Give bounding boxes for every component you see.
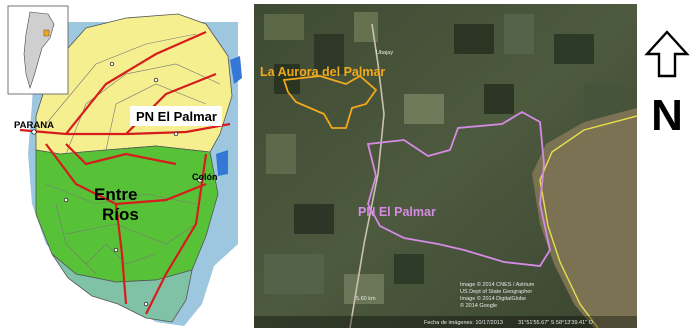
river-spot [216,150,228,176]
pn-boundary [366,110,551,267]
footer-date: Fecha de imágenes: 10/17/2013 [424,320,503,326]
credit-line-3: Image © 2014 DigitalGlobe [460,295,526,302]
north-letter: N [651,91,683,140]
main-road [349,23,385,328]
label-aurora-del-palmar: La Aurora del Palmar [260,65,385,79]
label-parana: PARANA [14,120,54,131]
entre-rios-map: PN El Palmar PARANA Entre Ríos Colón [6,4,246,328]
aurora-boundary [282,74,378,129]
label-pn-el-palmar: PN El Palmar [136,109,217,124]
satellite-image: La Aurora del Palmar PN El Palmar Ubajay… [254,4,637,328]
province-map-svg: PN El Palmar PARANA Entre Ríos Colón [6,4,246,328]
label-pn-el-palmar-satellite: PN El Palmar [358,205,436,219]
north-arrow-icon: N [644,30,690,140]
satellite-svg: La Aurora del Palmar PN El Palmar Ubajay… [254,4,637,328]
southern-region [51,253,193,323]
label-ubajay: Ubajay [376,50,393,56]
main-roads [19,30,231,315]
footer-coords: 31°51'55.67" S 58°13'39.41" O [518,320,594,326]
river-boundary-line [539,115,637,328]
scale-label: 5.60 km [356,296,376,302]
image-credits: Image © 2014 CNES / Astrium US Dept of S… [460,281,535,309]
river [532,108,637,328]
pn-callout [130,106,222,126]
label-colon: Colón [192,172,218,182]
credit-line-2: US Dept of State Geographer [460,289,532,295]
credit-line-1: Image © 2014 CNES / Astrium [460,281,535,288]
river-spot [230,56,242,84]
argentina-inset [7,5,69,95]
label-rios: Ríos [102,205,139,224]
north-indicator: N [641,30,693,140]
label-entre: Entre [94,185,137,204]
credit-line-4: © 2014 Google [460,302,497,309]
